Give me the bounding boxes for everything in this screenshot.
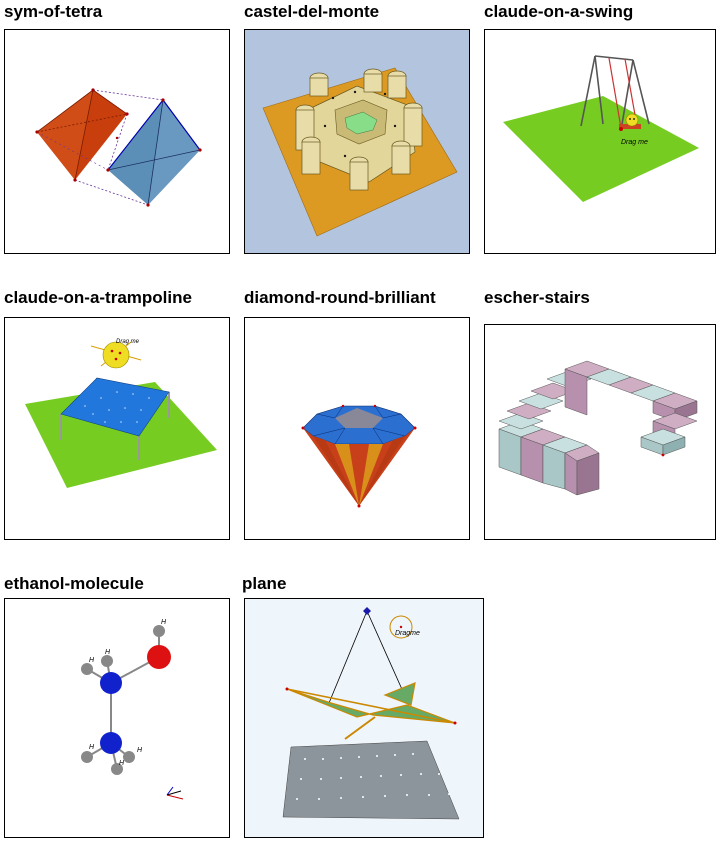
thumbnail-plane[interactable]: Dragme: [244, 598, 484, 838]
plane-image: Dragme: [282, 607, 460, 820]
atom-label: H: [161, 619, 167, 626]
thumbnail-ethanol-molecule[interactable]: H H H H H H: [4, 598, 230, 838]
claude-on-a-swing-image: Drag me: [503, 55, 699, 202]
gallery-item-ethanol-molecule[interactable]: ethanol-molecule H H: [4, 574, 230, 838]
thumbnail-claude-on-a-swing[interactable]: Drag me: [484, 29, 716, 254]
thumbnail-escher-stairs[interactable]: [484, 324, 716, 540]
atom-label: H: [89, 657, 95, 664]
card-title[interactable]: sym-of-tetra: [4, 2, 103, 21]
card-title[interactable]: diamond-round-brilliant: [244, 288, 436, 307]
gallery-item-claude-on-a-swing[interactable]: claude-on-a-swing Drag me: [484, 2, 716, 254]
card-title[interactable]: escher-stairs: [484, 288, 590, 307]
gallery-item-sym-of-tetra[interactable]: sym-of-tetra: [4, 2, 230, 254]
atom-label: H: [89, 744, 95, 751]
drag-me-label: Drag me: [116, 339, 140, 345]
diamond-round-brilliant-image: [301, 404, 417, 508]
drag-me-label: Drag me: [621, 139, 648, 146]
gallery-item-diamond-round-brilliant[interactable]: diamond-round-brilliant: [244, 288, 470, 540]
claude-on-a-trampoline-image: Drag me: [25, 339, 217, 488]
card-title[interactable]: claude-on-a-trampoline: [4, 288, 192, 307]
atom-label: H: [137, 747, 143, 754]
card-title[interactable]: ethanol-molecule: [4, 574, 144, 593]
drag-me-label: Dragme: [395, 630, 420, 637]
thumbnail-castel-del-monte[interactable]: [244, 29, 470, 254]
card-title[interactable]: plane: [242, 574, 287, 593]
gallery-item-plane[interactable]: plane: [242, 574, 484, 838]
thumbnail-sym-of-tetra[interactable]: [4, 29, 230, 254]
card-title[interactable]: claude-on-a-swing: [484, 2, 634, 21]
castel-del-monte-image: [262, 67, 458, 237]
atom-label: H: [105, 649, 111, 656]
ethanol-molecule-image: H H H H H H: [81, 619, 184, 800]
card-title[interactable]: castel-del-monte: [244, 2, 380, 21]
thumbnail-diamond-round-brilliant[interactable]: [244, 317, 470, 540]
sym-of-tetra-image: [35, 88, 202, 207]
escher-stairs-image: [498, 360, 698, 496]
thumbnail-claude-on-a-trampoline[interactable]: Drag me: [4, 317, 230, 540]
gallery-item-castel-del-monte[interactable]: castel-del-monte: [244, 2, 470, 254]
atom-label: H: [119, 760, 125, 767]
gallery-item-escher-stairs[interactable]: escher-stairs: [484, 288, 716, 540]
gallery-item-claude-on-a-trampoline[interactable]: claude-on-a-trampoline: [4, 288, 230, 540]
